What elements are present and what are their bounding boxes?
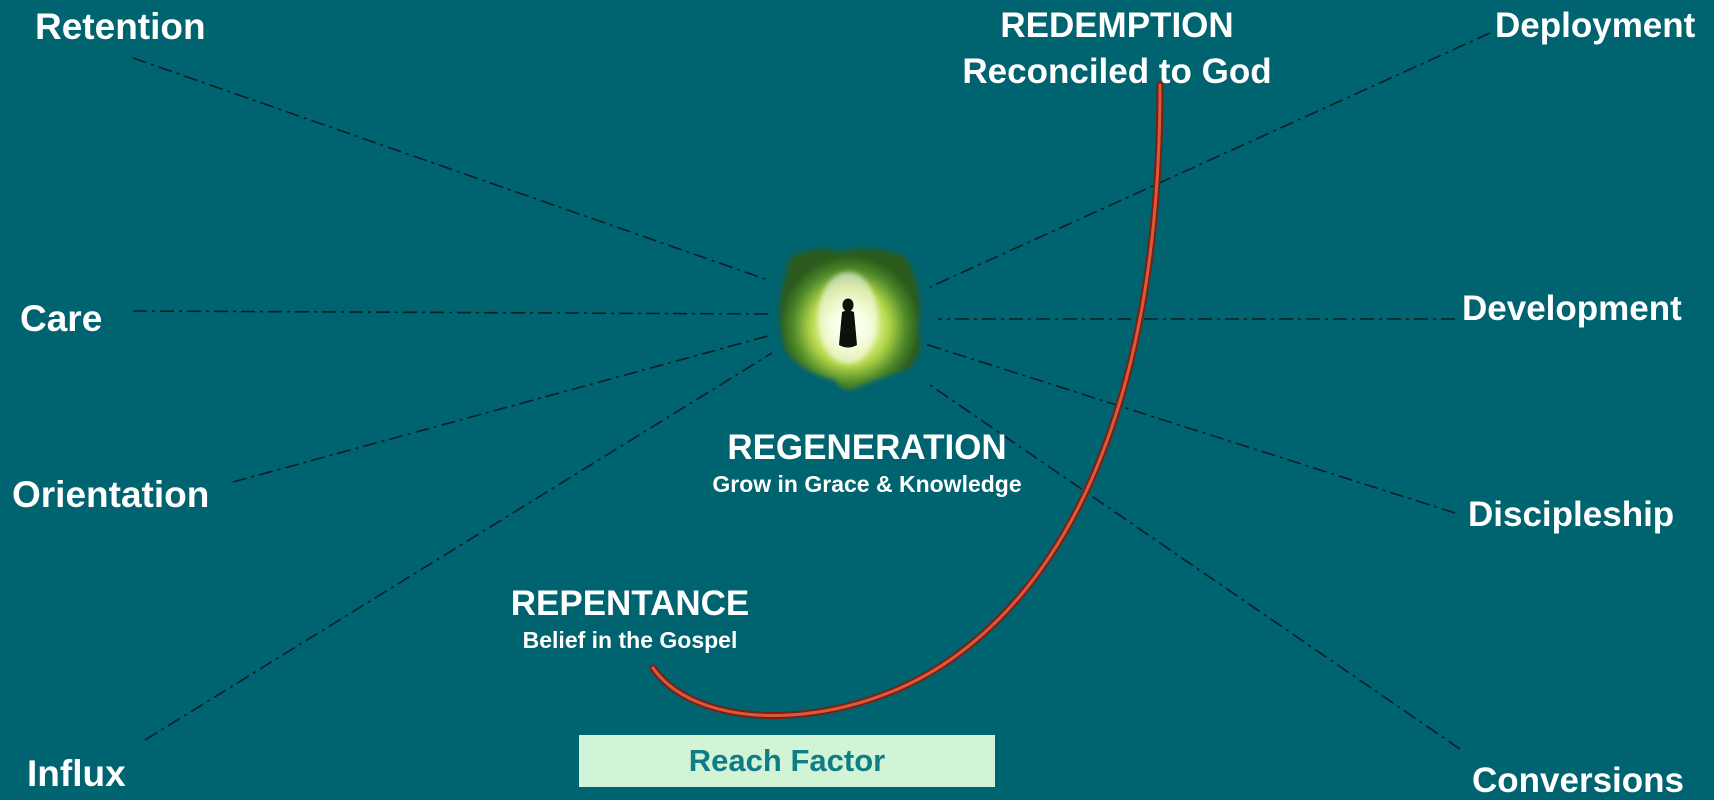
label-discipleship: Discipleship [1468, 495, 1675, 534]
line-conversions [929, 384, 1461, 750]
line-care [132, 310, 769, 315]
label-retention: Retention [35, 6, 206, 47]
reach-factor-label: Reach Factor [688, 743, 886, 778]
line-discipleship [921, 342, 1456, 514]
regeneration-title: REGENERATION [727, 428, 1007, 467]
line-influx [144, 352, 773, 741]
redemption-title: REDEMPTION [1000, 6, 1234, 45]
repentance-subtitle: Belief in the Gospel [522, 627, 738, 653]
label-conversions: Conversions [1472, 761, 1684, 800]
line-orientation [232, 335, 769, 483]
label-influx: Influx [27, 753, 126, 794]
figure-in-light-icon [779, 248, 920, 390]
label-development: Development [1462, 289, 1682, 328]
regeneration-subtitle: Grow in Grace & Knowledge [712, 471, 1022, 497]
reach-factor-box: Reach Factor [579, 735, 995, 787]
redemption-subtitle: Reconciled to God [962, 52, 1272, 91]
repentance-title: REPENTANCE [510, 584, 750, 623]
label-deployment: Deployment [1495, 6, 1696, 45]
line-retention [132, 57, 769, 281]
label-orientation: Orientation [12, 474, 210, 515]
line-deployment [929, 32, 1491, 288]
label-care: Care [20, 298, 103, 339]
